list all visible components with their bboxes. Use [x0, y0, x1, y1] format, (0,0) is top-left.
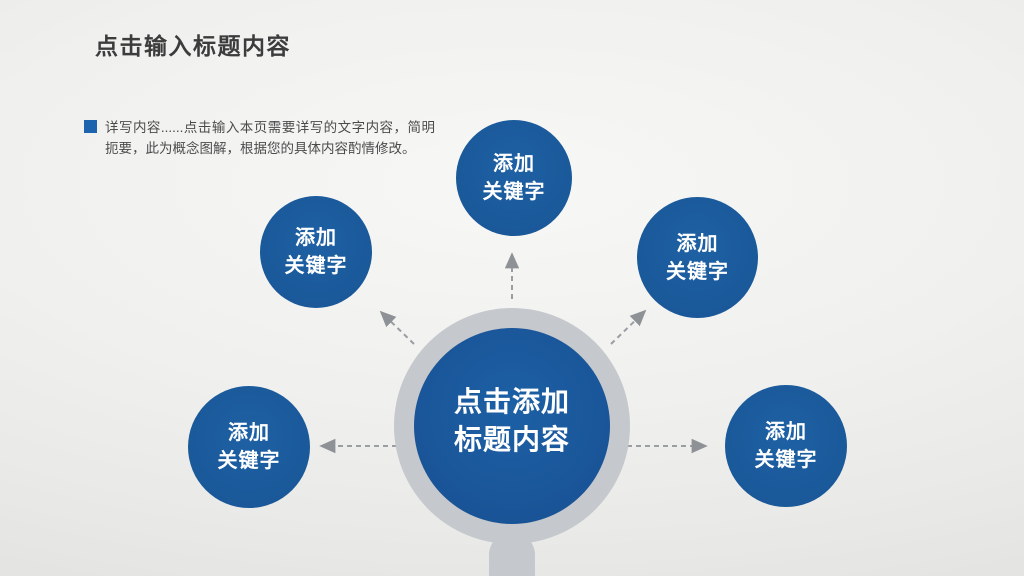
keyword-node-left[interactable]: 添加 关键字: [188, 386, 310, 508]
keyword-node-right[interactable]: 添加 关键字: [725, 385, 847, 507]
keyword-node-upper-right[interactable]: 添加 关键字: [637, 197, 758, 318]
node-label-line1: 添加: [676, 232, 719, 255]
center-label-line1: 点击添加: [453, 386, 570, 417]
slide-title-placeholder[interactable]: 点击输入标题内容: [95, 33, 291, 59]
node-label-line1: 添加: [295, 227, 337, 249]
node-label-line1: 添加: [228, 422, 270, 444]
center-title-circle[interactable]: 点击添加 标题内容: [414, 328, 610, 524]
node-label-line2: 关键字: [482, 181, 546, 203]
body-text: 详写内容......点击输入本页需要详写的文字内容，简明扼要，此为概念图解，根据…: [105, 120, 435, 156]
keyword-node-upper-left[interactable]: 添加 关键字: [260, 196, 372, 308]
node-label-line1: 添加: [493, 153, 535, 175]
node-label-line2: 关键字: [666, 260, 729, 283]
dashed-arrow-upper-left: [379, 310, 415, 345]
keyword-node-top[interactable]: 添加 关键字: [456, 120, 572, 236]
body-text-block[interactable]: 详写内容......点击输入本页需要详写的文字内容，简明扼要，此为概念图解，根据…: [84, 117, 436, 159]
node-label-line2: 关键字: [754, 449, 818, 471]
node-label-line1: 添加: [765, 421, 807, 443]
dashed-arrow-upper-right: [610, 309, 647, 345]
node-label-line2: 关键字: [217, 450, 281, 472]
bullet-square-icon: [84, 120, 97, 133]
center-label-line2: 标题内容: [453, 424, 570, 455]
node-label-line2: 关键字: [284, 255, 348, 277]
